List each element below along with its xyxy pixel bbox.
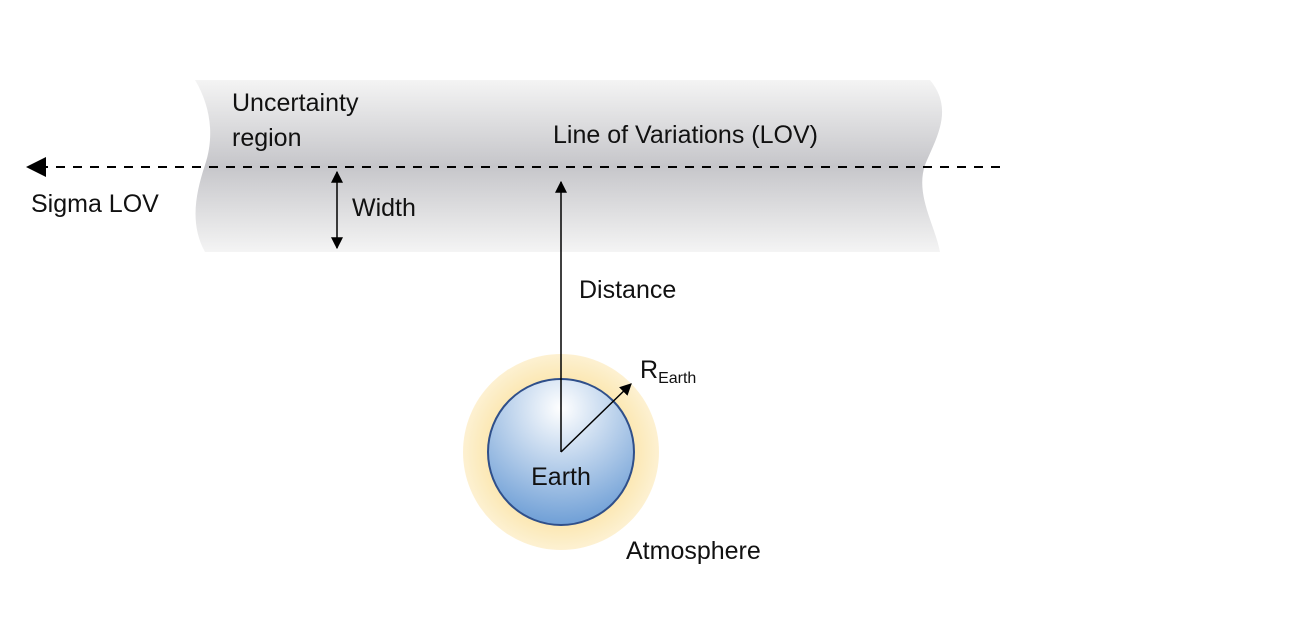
- atmosphere-label: Atmosphere: [626, 537, 761, 565]
- radius-arrow: [560, 383, 632, 453]
- uncertainty-region-label-line2: region: [232, 124, 302, 152]
- distance-label: Distance: [579, 276, 676, 304]
- width-label: Width: [352, 194, 416, 222]
- radius-label-main: R: [640, 356, 658, 384]
- radius-label: REarth: [640, 356, 696, 387]
- radius-label-sub: Earth: [658, 370, 696, 387]
- uncertainty-region-label-line1: Uncertainty: [232, 89, 359, 117]
- earth-label: Earth: [531, 463, 591, 491]
- sigma-lov-label: Sigma LOV: [31, 190, 159, 218]
- lov-label: Line of Variations (LOV): [553, 121, 818, 149]
